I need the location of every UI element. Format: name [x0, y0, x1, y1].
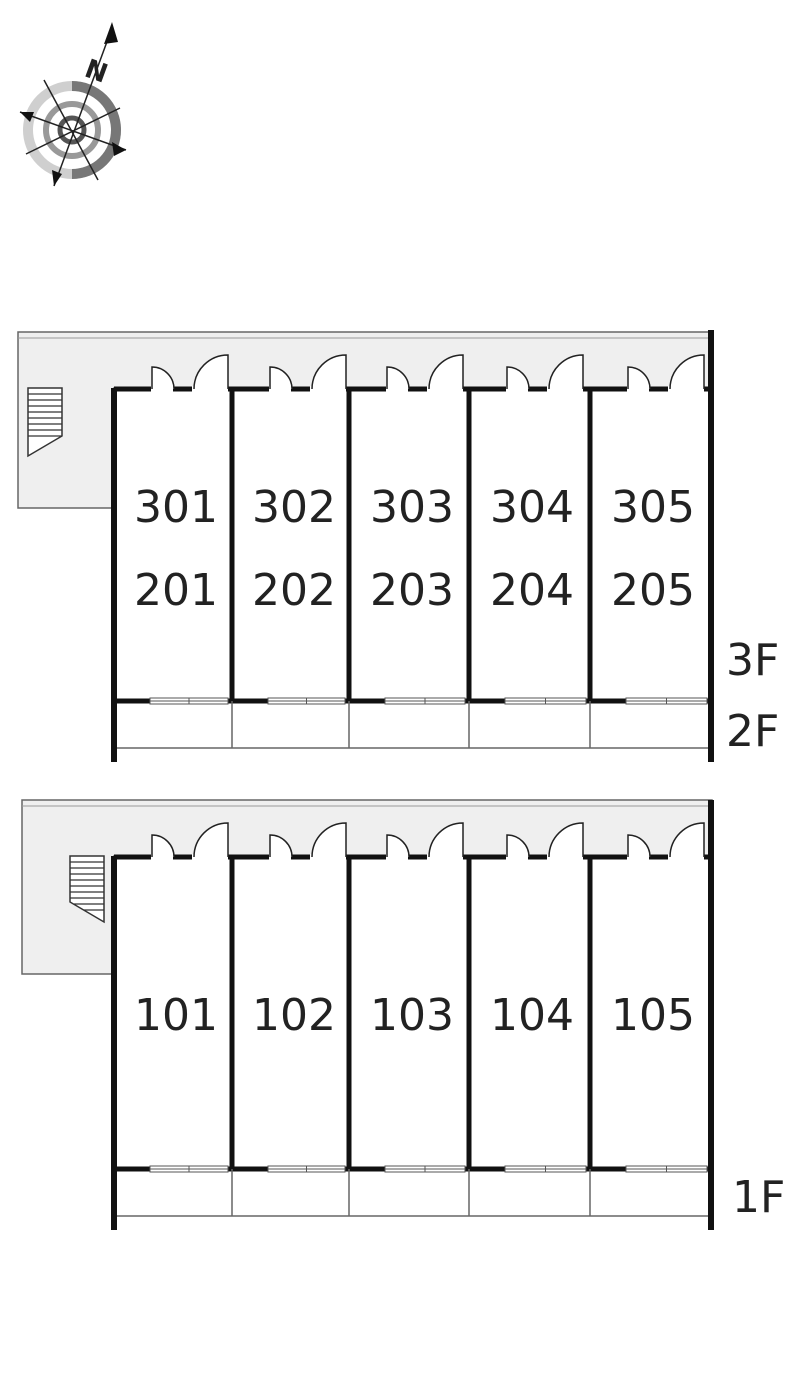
unit-label: 203: [370, 565, 454, 616]
door-swing-icon: [627, 366, 651, 390]
unit-label: 301: [134, 482, 218, 533]
door-swing-icon: [193, 354, 229, 390]
door-swing-icon: [548, 822, 584, 858]
door-swing-icon: [311, 822, 347, 858]
floor-label-2f: 2F: [726, 706, 779, 757]
door-swing-icon: [669, 354, 705, 390]
unit-label: 303: [370, 482, 454, 533]
door-swing-icon: [151, 366, 175, 390]
upper-windows: [149, 697, 708, 705]
lower-windows: [149, 1165, 708, 1173]
unit-label: 104: [490, 990, 574, 1041]
door-swing-icon: [548, 354, 584, 390]
door-swing-icon: [193, 822, 229, 858]
unit-label: 302: [252, 482, 336, 533]
upper-block: 301 302 303 304 305 201 202 203 204 205 …: [17, 330, 779, 762]
door-swing-icon: [386, 834, 410, 858]
lower-stair-icon: [69, 855, 105, 924]
unit-label: 202: [252, 565, 336, 616]
door-swing-icon: [506, 834, 530, 858]
unit-label: 304: [490, 482, 574, 533]
door-swing-icon: [386, 366, 410, 390]
door-swing-icon: [506, 366, 530, 390]
unit-label: 305: [611, 482, 695, 533]
unit-label: 101: [134, 990, 218, 1041]
unit-label: 103: [370, 990, 454, 1041]
unit-label: 204: [490, 565, 574, 616]
door-swing-icon: [428, 354, 464, 390]
upper-walkway: [17, 331, 713, 509]
compass-rose-icon: N: [19, 22, 127, 187]
door-swing-icon: [269, 834, 293, 858]
door-swing-icon: [151, 834, 175, 858]
unit-label: 102: [252, 990, 336, 1041]
door-swing-icon: [669, 822, 705, 858]
lower-doors: [151, 822, 705, 860]
door-swing-icon: [311, 354, 347, 390]
door-swing-icon: [269, 366, 293, 390]
unit-label: 105: [611, 990, 695, 1041]
unit-label: 205: [611, 565, 695, 616]
lower-walkway: [21, 799, 713, 975]
lower-block: 101 102 103 104 105 1F: [21, 799, 785, 1230]
floor-label-1f: 1F: [732, 1172, 785, 1223]
door-swing-icon: [627, 834, 651, 858]
upper-doors: [151, 354, 705, 392]
upper-stair-icon: [27, 387, 63, 458]
floor-label-3f: 3F: [726, 635, 779, 686]
unit-label: 201: [134, 565, 218, 616]
door-swing-icon: [428, 822, 464, 858]
